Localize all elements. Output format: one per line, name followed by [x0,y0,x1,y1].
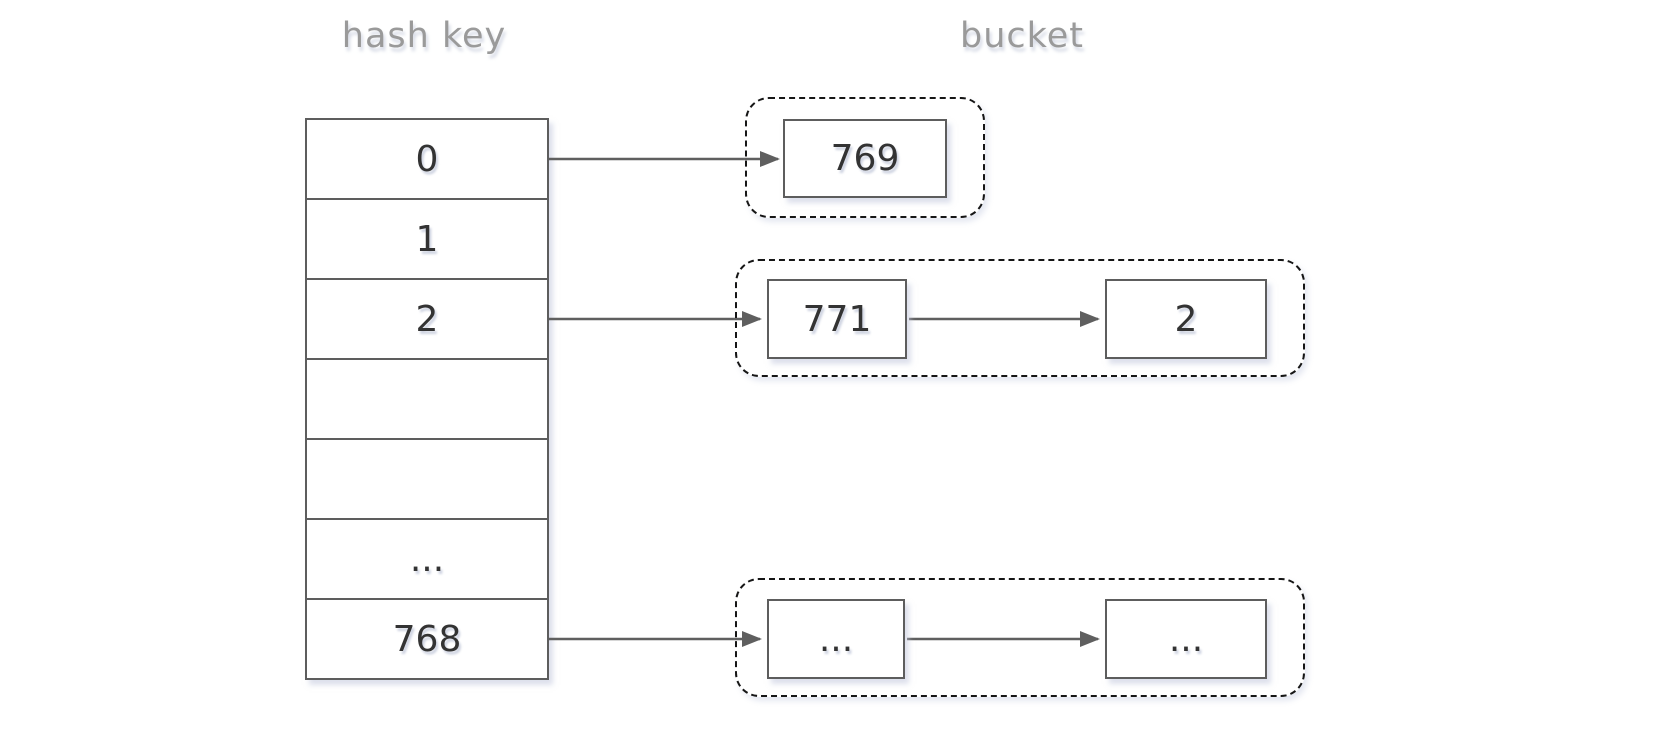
hash-table-cell-6: 768 [392,618,462,660]
bucket-768-node-1: ... [1105,599,1267,679]
bucket-2-node-0-value: 771 [802,298,872,340]
bucket-2-node-1-value: 2 [1174,298,1198,340]
hash-table-row-1: 1 [307,198,547,278]
bucket-768-node-0: ... [767,599,905,679]
bucket-label: bucket [960,16,1084,56]
hash-key-label: hash key [341,16,507,56]
bucket-768 [735,578,1305,697]
hash-table-cell-5: ... [409,538,445,580]
hash-table-cell-0: 0 [415,138,439,180]
bucket-2-node-1: 2 [1105,279,1267,359]
bucket-0 [745,97,985,218]
hash-table-row-6: 768 [307,598,547,678]
hash-table-row-3 [307,358,547,438]
bucket-2-node-0: 771 [767,279,907,359]
bucket-0-node-0: 769 [783,119,947,198]
hash-table-cell-1: 1 [415,218,439,260]
hash-table-row-5: ... [307,518,547,598]
hash-table-row-2: 2 [307,278,547,358]
hash-key-table: 0 1 2 ... 768 [305,118,549,680]
hash-table-row-0: 0 [307,120,547,198]
bucket-0-node-0-value: 769 [830,138,900,179]
bucket-768-node-0-value: ... [818,618,854,660]
bucket-2 [735,259,1305,377]
bucket-768-node-1-value: ... [1168,618,1204,660]
hash-table-row-4 [307,438,547,518]
hash-table-cell-2: 2 [415,298,439,340]
